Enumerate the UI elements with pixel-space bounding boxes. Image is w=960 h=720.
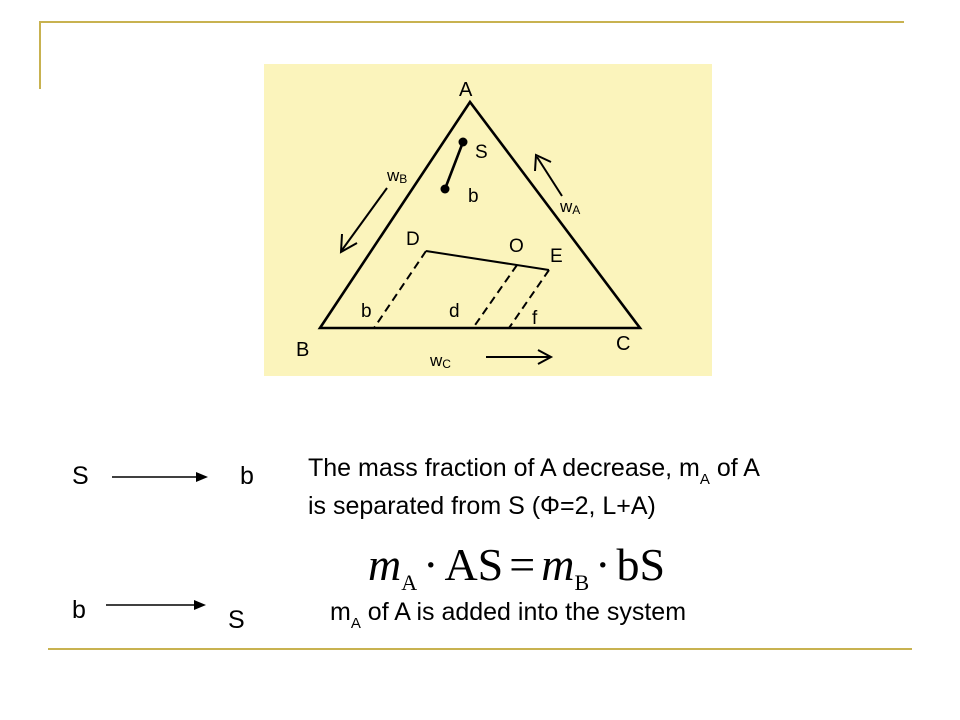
equation-m-b: m bbox=[541, 539, 575, 590]
dashed-line-b bbox=[373, 250, 427, 329]
point-label-b: b bbox=[468, 186, 479, 207]
equation-dot-2: · bbox=[595, 539, 611, 590]
arrow-label-wc: wC bbox=[429, 351, 451, 371]
arrow-wb-head bbox=[339, 233, 358, 254]
vertex-label-c: C bbox=[616, 333, 630, 355]
bottom-rule bbox=[48, 648, 912, 650]
dashed-line-d bbox=[472, 264, 518, 329]
arrow-wa-head bbox=[534, 153, 552, 172]
point-b-dot bbox=[440, 184, 450, 194]
equation-sub-b: B bbox=[574, 570, 590, 595]
point-label-s: S bbox=[475, 142, 488, 163]
process1-line1-post: of A bbox=[709, 454, 760, 482]
triangle-outline bbox=[317, 99, 643, 330]
process2-text-post: of A is added into the system bbox=[360, 598, 687, 626]
process2-description: mA of A is added into the system bbox=[330, 597, 687, 632]
line-s-b bbox=[443, 141, 465, 190]
line-d-e bbox=[425, 250, 550, 271]
process1-line1-sub: A bbox=[699, 471, 710, 488]
ternary-diagram-panel: A B C S b D O E b d f wB wA wC bbox=[264, 64, 712, 376]
arrow-label-wb-w: w bbox=[386, 166, 400, 185]
point-s-dot bbox=[458, 137, 468, 147]
equation-bs: bS bbox=[616, 539, 666, 590]
left-rule bbox=[39, 21, 41, 89]
process1-from-label: S bbox=[72, 462, 89, 490]
top-rule bbox=[40, 21, 904, 23]
process1-description: The mass fraction of A decrease, mA of A… bbox=[308, 451, 760, 524]
process1-description-line1: The mass fraction of A decrease, mA of A bbox=[308, 451, 760, 489]
vertex-label-b: B bbox=[296, 339, 309, 361]
process2-arrow bbox=[106, 600, 206, 610]
equation-sub-a: A bbox=[401, 570, 418, 595]
process2-to-label: S bbox=[228, 606, 245, 634]
point-label-f: f bbox=[532, 308, 538, 329]
mass-balance-equation: mA·AS=mB·bS bbox=[368, 540, 665, 598]
equation-dot-1: · bbox=[423, 539, 439, 590]
equation-m-a: m bbox=[368, 539, 402, 590]
point-label-e: E bbox=[550, 246, 563, 267]
point-label-d: D bbox=[406, 229, 420, 250]
arrow-wc-head bbox=[537, 349, 554, 365]
process1-line1-pre: The mass fraction of A decrease, m bbox=[308, 454, 700, 482]
process1-to-label: b bbox=[240, 462, 254, 490]
process1-arrow bbox=[112, 472, 208, 482]
arrow-label-wa: wA bbox=[559, 197, 580, 217]
process1-description-line2: is separated from S (Φ=2, L+A) bbox=[308, 492, 656, 520]
arrow-wb-shaft bbox=[341, 187, 388, 251]
process2-text-sub: A bbox=[350, 615, 361, 632]
point-label-o: O bbox=[509, 236, 524, 257]
ternary-diagram: A B C S b D O E b d f wB wA wC bbox=[296, 79, 643, 371]
arrow-label-wc-sub: C bbox=[442, 357, 451, 371]
equation-as: AS bbox=[444, 539, 504, 590]
arrow-wa-shaft bbox=[536, 156, 563, 197]
arrow-label-wc-w: w bbox=[429, 351, 443, 370]
arrow-label-wa-w: w bbox=[559, 197, 573, 216]
arrow-label-wb: wB bbox=[386, 166, 407, 186]
arrow-label-wa-sub: A bbox=[572, 203, 580, 217]
process2-from-label: b bbox=[72, 596, 86, 624]
vertex-label-a: A bbox=[459, 79, 473, 101]
process2-text-pre: m bbox=[330, 598, 351, 626]
arrow-label-wb-sub: B bbox=[399, 172, 407, 186]
point-label-b-lower: b bbox=[361, 301, 372, 322]
point-label-d-lower: d bbox=[449, 301, 460, 322]
dashed-line-f bbox=[508, 269, 550, 329]
equation-equals: = bbox=[509, 539, 536, 590]
